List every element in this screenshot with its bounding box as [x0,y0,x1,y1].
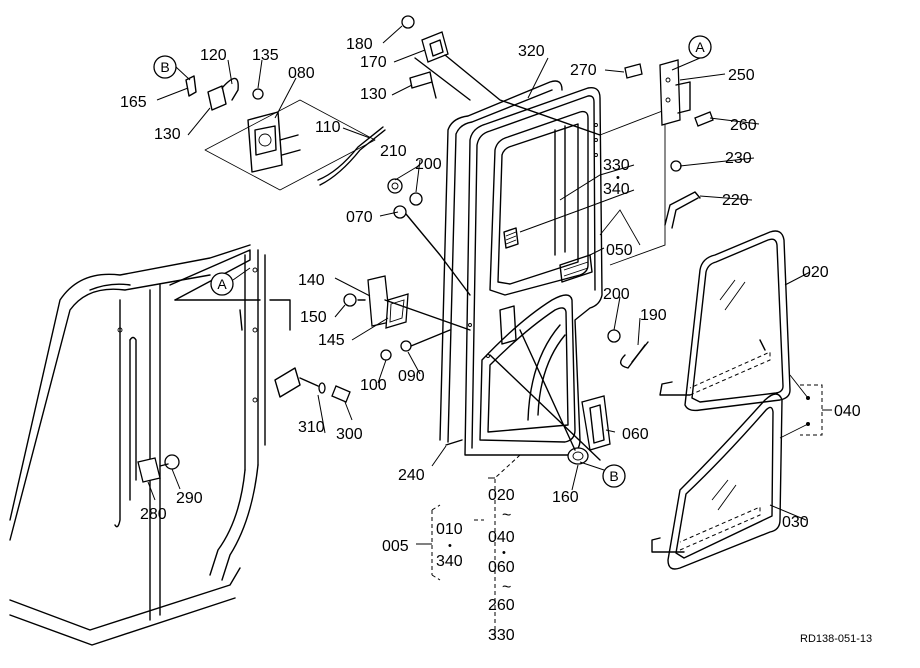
small-parts [343,178,471,361]
diagram-code: RD138-051-13 [800,633,872,645]
callout-200-bottom: 200 [603,286,630,303]
assembly-item-040: 040 [488,529,515,546]
ref-label: B [160,59,169,75]
stopper-parts [299,377,351,403]
door-assembly [439,80,603,456]
separator-dot: • [448,540,452,552]
callout-100: 100 [360,377,387,394]
callout-040: 040 [834,403,861,420]
door-striker-assembly [137,454,180,483]
callout-080: 080 [288,65,315,82]
callout-120: 120 [200,47,227,64]
callout-260: 260 [730,117,757,134]
ref-label: A [695,39,705,55]
callout-220: 220 [722,192,749,209]
grab-handle [664,160,701,229]
window-frame-050 [599,109,666,266]
callout-145: 145 [318,332,345,349]
outer-handle [401,15,601,136]
callout-090: 090 [398,368,425,385]
callout-165: 165 [120,94,147,111]
callout-240: 240 [398,467,425,484]
glass-030 [651,393,783,570]
callout-060: 060 [622,426,649,443]
callout-005: 005 [382,538,409,555]
callout-140: 140 [298,272,325,289]
callout-135: 135 [252,47,279,64]
callout-030: 030 [782,514,809,531]
callout-280: 280 [140,506,167,523]
callout-130-right: 130 [360,86,387,103]
callout-340: 340 [603,181,630,198]
callout-labels: 165 120 135 080 130 110 180 170 130 320 … [120,36,861,531]
inner-handle-parts [489,329,649,465]
callout-300: 300 [336,426,363,443]
callout-160: 160 [552,489,579,506]
ref-label: A [217,276,227,292]
callout-020: 020 [802,264,829,281]
assembly-item-330: 330 [488,627,515,644]
separator-dot: • [616,172,620,184]
ref-label: B [609,468,618,484]
assembly-item-010: 010 [436,521,463,538]
range-tilde: ~ [502,507,511,524]
callout-110: 110 [315,119,341,136]
assembly-item-060: 060 [488,559,515,576]
callout-230: 230 [725,150,752,167]
glass-020 [659,230,791,412]
callout-180: 180 [346,36,373,53]
callout-310: 310 [298,419,325,436]
callout-270: 270 [570,62,597,79]
cab-frame [9,244,301,646]
ref-marker-a-left: A [210,272,234,296]
ref-marker-b-top: B [153,55,177,79]
callout-070: 070 [346,209,373,226]
hinge [624,59,714,127]
lock-linkage [185,75,386,191]
leader-lines [147,25,811,521]
ref-marker-a-top: A [688,35,712,59]
callout-320: 320 [518,43,545,60]
callout-200-top: 200 [415,156,442,173]
callout-330: 330 [603,157,630,174]
range-tilde: ~ [502,579,511,596]
callout-130-left: 130 [154,126,181,143]
assembly-item-020: 020 [488,487,515,504]
callout-050: 050 [606,242,633,259]
callout-190: 190 [640,307,667,324]
callout-250: 250 [728,67,755,84]
assembly-breakdown: 020 ~ 040 • 060 ~ 260 330 010 • 340 005 [382,454,521,644]
callout-290: 290 [176,490,203,507]
ref-marker-b-bottom: B [602,464,626,488]
assembly-item-340: 340 [436,553,463,570]
assembly-item-260: 260 [488,597,515,614]
callout-210: 210 [380,143,407,160]
bracket-040 [779,374,832,439]
callout-170: 170 [360,54,387,71]
callout-150: 150 [300,309,327,326]
separator-dot: • [502,547,506,559]
